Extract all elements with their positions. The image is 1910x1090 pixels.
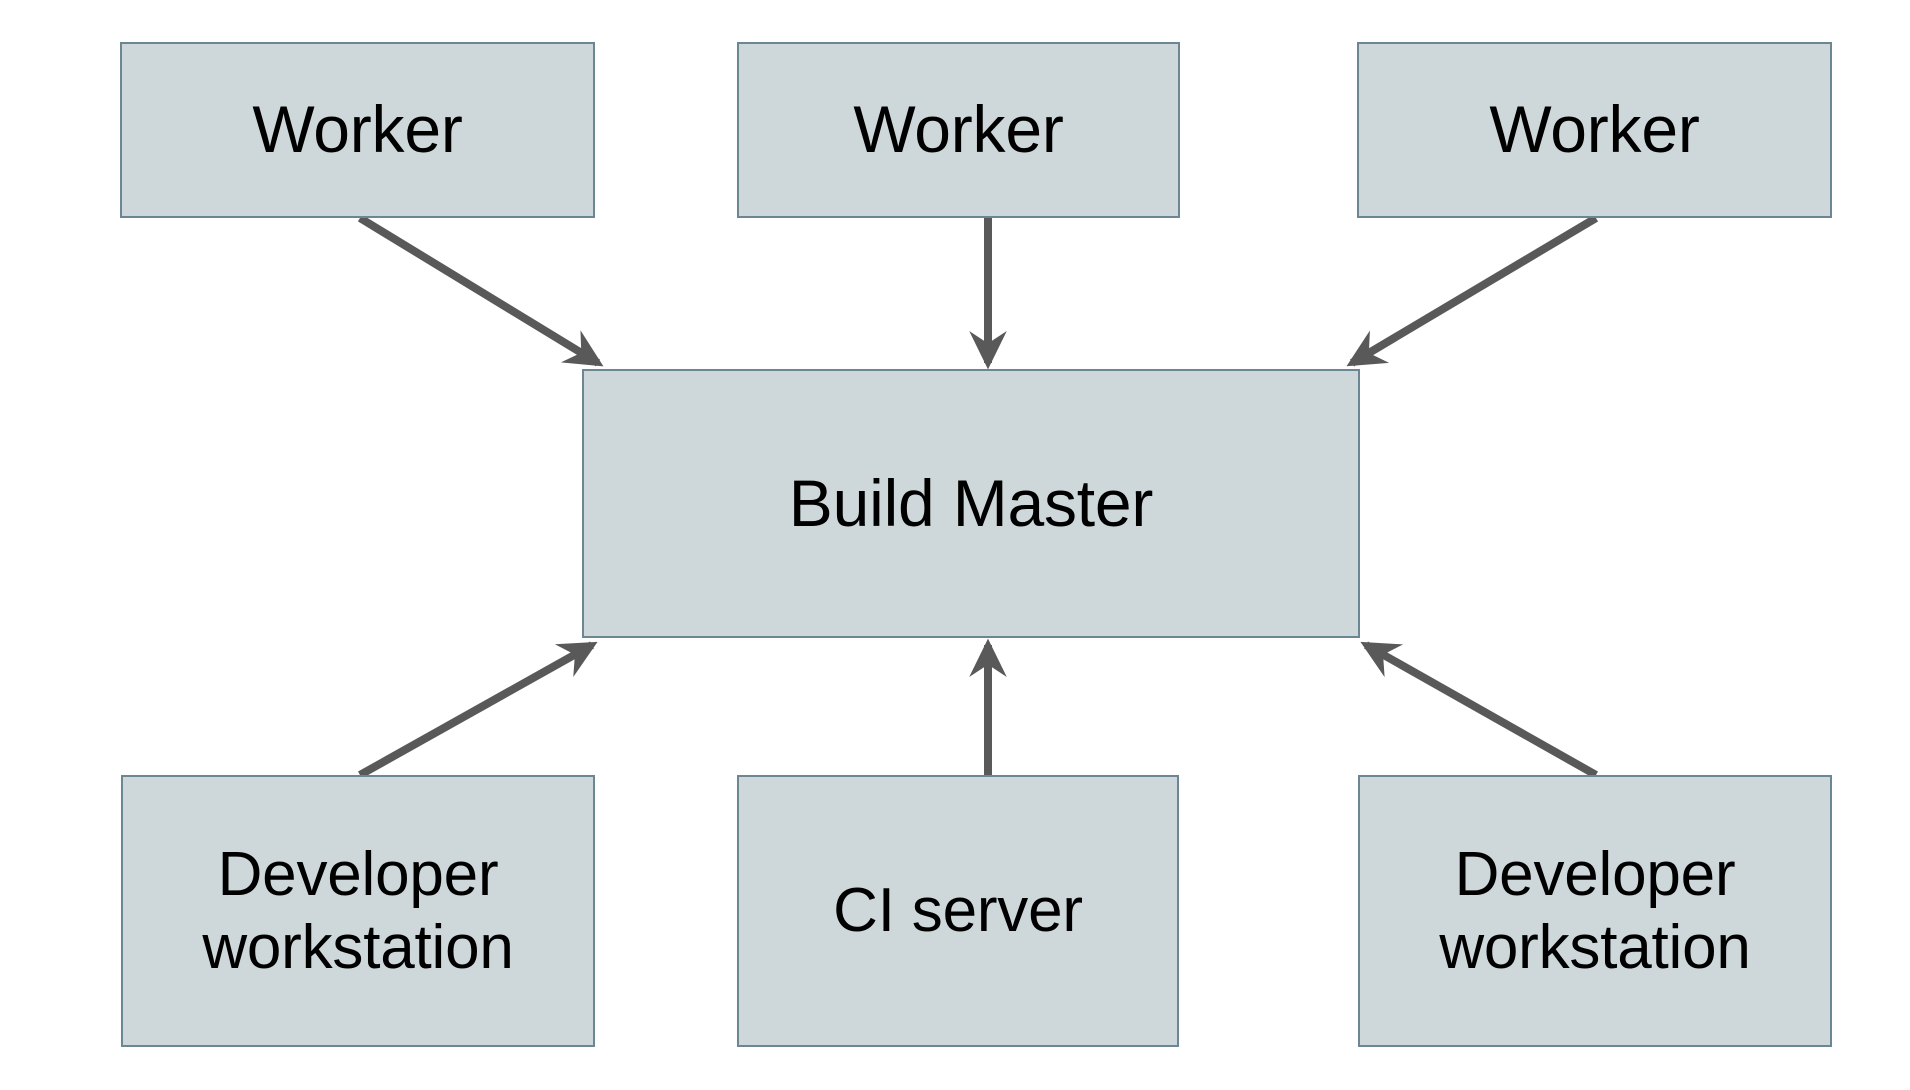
node-developer-workstation-right[interactable]: Developer workstation (1358, 775, 1832, 1047)
edge-worker-3-to-build-master (1346, 214, 1599, 367)
node-worker-1[interactable]: Worker (120, 42, 595, 218)
node-label-build-master: Build Master (788, 465, 1154, 540)
node-build-master[interactable]: Build Master (582, 369, 1360, 638)
edge-group (357, 214, 1599, 779)
node-developer-workstation-left[interactable]: Developer workstation (121, 775, 595, 1047)
node-worker-3[interactable]: Worker (1357, 42, 1832, 218)
node-label-developer-workstation-right: Developer workstation (1439, 839, 1751, 982)
edge-worker-1-to-build-master (357, 214, 604, 367)
node-label-developer-workstation-left: Developer workstation (202, 839, 514, 982)
node-label-worker-2: Worker (853, 92, 1064, 167)
edge-developer-workstation-right-to-build-master (1360, 641, 1598, 779)
node-label-worker-1: Worker (252, 92, 463, 167)
edge-developer-workstation-left-to-build-master (358, 641, 598, 779)
node-ci-server[interactable]: CI server (737, 775, 1179, 1047)
node-label-ci-server: CI server (833, 876, 1083, 946)
node-worker-2[interactable]: Worker (737, 42, 1180, 218)
node-label-worker-3: Worker (1489, 92, 1700, 167)
